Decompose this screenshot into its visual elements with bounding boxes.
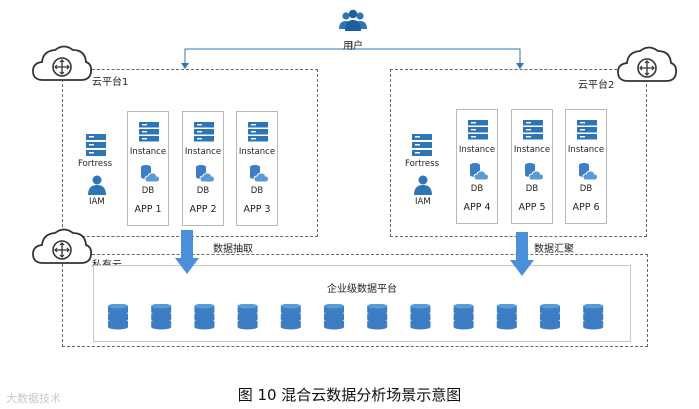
db-label: DB	[141, 186, 155, 196]
platform-title: 企业级数据平台	[327, 284, 397, 295]
database-cylinder-icon	[496, 304, 517, 330]
database-cylinder-icon	[583, 304, 604, 330]
cloud-router-icon-3	[31, 225, 93, 271]
iam-label-1: IAM	[89, 197, 105, 207]
db-label: DB	[579, 184, 593, 194]
iam-label-2: IAM	[415, 197, 431, 207]
instance-server-icon	[523, 120, 543, 140]
app-card: Instance DB APP 4	[456, 109, 498, 224]
instance-label: Instance	[129, 147, 167, 157]
database-row	[108, 304, 604, 330]
data-aggregate-arrow	[510, 232, 534, 276]
db-cloud-icon	[250, 165, 269, 183]
watermark: 大数据技术	[6, 392, 61, 405]
app-name: APP 2	[189, 204, 217, 215]
cloud-router-icon-2	[616, 43, 678, 89]
db-label: DB	[196, 186, 210, 196]
db-cloud-icon	[579, 163, 598, 181]
app-card: Instance DB APP 3	[236, 111, 278, 226]
database-cylinder-icon	[237, 304, 258, 330]
cloud-platform-2-title: 云平台2	[578, 80, 615, 91]
iam-user-icon-1	[87, 175, 107, 199]
cloud-platform-1-title: 云平台1	[92, 77, 129, 88]
data-extract-arrow	[175, 230, 199, 274]
user-group-icon	[337, 9, 369, 37]
instance-label: Instance	[238, 147, 276, 157]
instance-server-icon	[139, 122, 159, 142]
app-name: APP 3	[243, 204, 271, 215]
db-cloud-icon	[141, 165, 160, 183]
instance-server-icon	[194, 122, 214, 142]
app-name: APP 6	[572, 202, 600, 213]
database-cylinder-icon	[151, 304, 172, 330]
database-cylinder-icon	[453, 304, 474, 330]
database-cylinder-icon	[410, 304, 431, 330]
user-label: 用户	[343, 41, 363, 52]
db-cloud-icon	[470, 163, 489, 181]
fortress-server-icon-1	[86, 134, 106, 160]
fortress-server-icon-2	[412, 134, 432, 160]
instance-label: Instance	[458, 145, 496, 155]
fortress-label-1: Fortress	[78, 159, 113, 169]
db-label: DB	[250, 186, 264, 196]
instance-server-icon	[577, 120, 597, 140]
instance-label: Instance	[184, 147, 222, 157]
app-name: APP 1	[134, 204, 162, 215]
app-card: Instance DB APP 5	[511, 109, 553, 224]
instance-label: Instance	[513, 145, 551, 155]
database-cylinder-icon	[540, 304, 560, 330]
app-card: Instance DB APP 6	[565, 109, 607, 224]
db-cloud-icon	[525, 163, 544, 181]
iam-user-icon-2	[413, 175, 433, 199]
database-cylinder-icon	[280, 304, 301, 330]
db-cloud-icon	[196, 165, 215, 183]
database-cylinder-icon	[367, 304, 388, 330]
private-cloud-box	[62, 254, 648, 347]
app-name: APP 5	[518, 202, 546, 213]
db-label: DB	[470, 184, 484, 194]
instance-server-icon	[248, 122, 268, 142]
enterprise-data-platform: 企业级数据平台	[93, 265, 631, 342]
cloud-router-icon-1	[31, 42, 93, 88]
database-cylinder-icon	[194, 304, 215, 330]
app-name: APP 4	[463, 202, 491, 213]
app-card: Instance DB APP 1	[127, 111, 169, 226]
data-aggregate-label: 数据汇聚	[534, 244, 574, 255]
instance-label: Instance	[567, 145, 605, 155]
database-cylinder-icon	[108, 304, 128, 330]
instance-server-icon	[468, 120, 488, 140]
database-cylinder-icon	[324, 304, 344, 330]
app-card: Instance DB APP 2	[182, 111, 224, 226]
data-extract-label: 数据抽取	[213, 244, 253, 255]
figure-caption: 图 10 混合云数据分析场景示意图	[237, 386, 462, 404]
db-label: DB	[525, 184, 539, 194]
fortress-label-2: Fortress	[405, 159, 440, 169]
